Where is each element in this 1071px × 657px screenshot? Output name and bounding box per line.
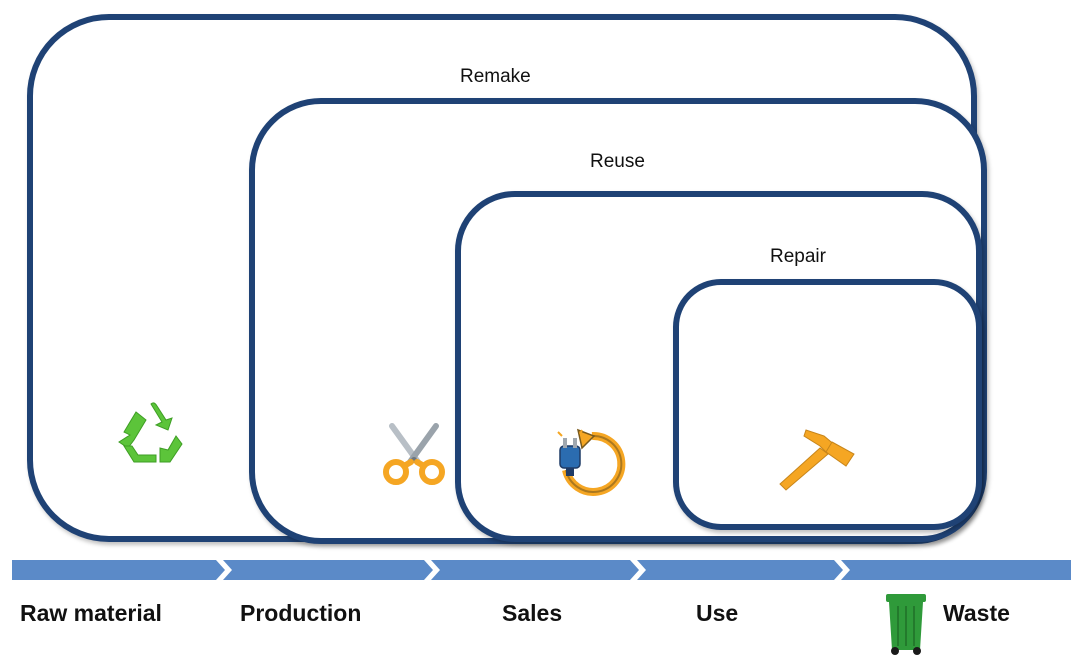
repair-label: Repair — [770, 246, 826, 267]
stage-use: Use — [696, 600, 739, 626]
stage-raw-material: Raw material — [20, 600, 162, 626]
hammer-icon — [779, 429, 855, 491]
repair-loop-inner — [673, 279, 982, 530]
plug-refresh-icon — [557, 428, 626, 496]
scissors-icon — [383, 423, 445, 485]
stage-production: Production — [240, 600, 362, 626]
value-chain-timeline — [12, 560, 1071, 580]
recycle-icon — [118, 402, 183, 463]
wheelie-bin-icon — [886, 594, 926, 655]
stage-sales: Sales — [502, 600, 563, 626]
stage-waste: Waste — [943, 600, 1010, 626]
remake-label: Remake — [460, 66, 531, 87]
reuse-label: Reuse — [590, 151, 645, 172]
